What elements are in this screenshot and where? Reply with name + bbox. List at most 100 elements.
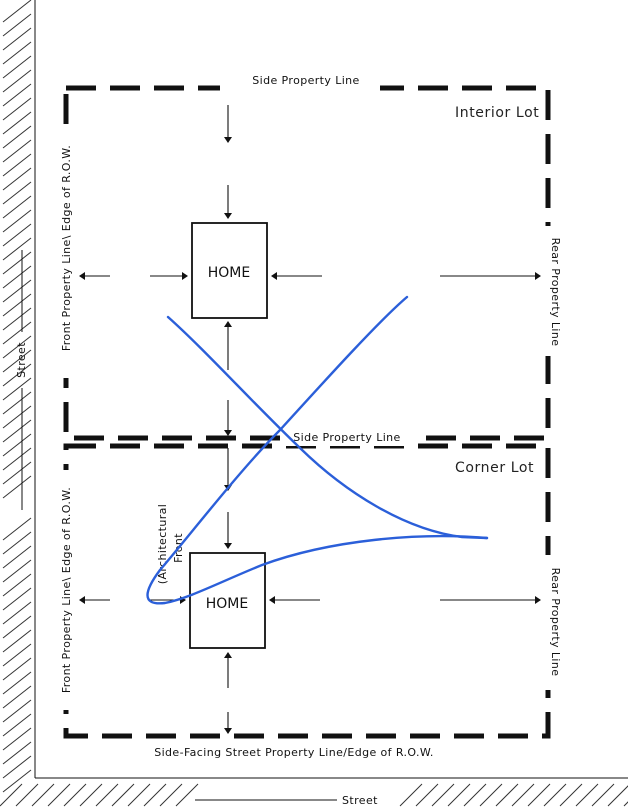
- street-hatch-line: [159, 783, 183, 807]
- street-hatch-line: [2, 55, 32, 79]
- corner-front-property-line-label: Front Property Line\ Edge of R.O.W.: [60, 487, 73, 693]
- interior-lot-title: Interior Lot: [455, 105, 539, 121]
- corner-front-label-mask: [58, 470, 74, 710]
- street-hatch-line: [2, 461, 32, 485]
- street-hatch-line: [2, 251, 32, 275]
- street-hatch-line: [399, 783, 423, 807]
- street-hatch-line: [463, 783, 487, 807]
- corner-side-facing-street-label: Side-Facing Street Property Line/Edge of…: [154, 746, 434, 759]
- street-hatch-line: [0, 783, 23, 807]
- street-hatch-line: [2, 755, 32, 779]
- corner-rear-label-mask: [540, 555, 556, 690]
- left-street-label: Street: [15, 342, 28, 378]
- interior-front-property-line-label: Front Property Line\ Edge of R.O.W.: [60, 145, 73, 351]
- street-hatch-line: [2, 111, 32, 135]
- street-hatch-line: [2, 279, 32, 303]
- street-hatch-line: [2, 419, 32, 443]
- street-hatch-line: [31, 783, 55, 807]
- street-hatch-line: [575, 783, 599, 807]
- street-hatch-line: [2, 237, 32, 261]
- street-hatch-line: [79, 783, 103, 807]
- street-hatch-line: [2, 685, 32, 709]
- street-hatch-line: [2, 727, 32, 751]
- street-hatch-line: [2, 153, 32, 177]
- street-hatch-line: [2, 531, 32, 555]
- interior-setback-arrows: [79, 105, 541, 436]
- street-hatch-line: [2, 587, 32, 611]
- corner-lot-title: Corner Lot: [455, 460, 534, 476]
- street-hatch-line: [2, 517, 32, 541]
- street-hatch-line: [2, 321, 32, 345]
- corner-setback-arrows: [79, 448, 541, 734]
- street-hatch-line: [2, 27, 32, 51]
- street-hatch-line: [2, 307, 32, 331]
- interior-home-box: [191, 222, 268, 319]
- street-hatch-line: [15, 783, 39, 807]
- street-hatch-line: [2, 209, 32, 233]
- interior-rear-property-line-label: Rear Property Line: [549, 238, 562, 347]
- interior-home-label: HOME: [208, 265, 250, 281]
- street-hatch-line: [2, 349, 32, 373]
- street-hatch-line: [2, 363, 32, 387]
- street-hatch-line: [431, 783, 455, 807]
- street-hatch-line: [2, 139, 32, 163]
- street-hatch-line: [175, 783, 199, 807]
- corner-lot-side-line-label: Side Property Line: [293, 431, 400, 444]
- street-hatch-line: [63, 783, 87, 807]
- street-hatch-line: [2, 167, 32, 191]
- street-hatch-line: [2, 629, 32, 653]
- street-hatch-line: [2, 41, 32, 65]
- interior-lot-side-label-mask: [220, 80, 380, 96]
- bottom-street-hatch: [0, 783, 628, 807]
- street-hatch-line: [527, 783, 551, 807]
- street-hatch-line: [2, 265, 32, 289]
- street-hatch-line: [543, 783, 567, 807]
- street-hatch-line: [2, 559, 32, 583]
- street-hatch-line: [511, 783, 535, 807]
- street-hatch-line: [447, 783, 471, 807]
- street-hatch-line: [127, 783, 151, 807]
- street-hatch-line: [2, 181, 32, 205]
- street-hatch-line: [2, 223, 32, 247]
- street-hatch-line: [2, 741, 32, 765]
- street-hatch-line: [111, 783, 135, 807]
- street-hatch-line: [2, 391, 32, 415]
- street-hatch-line: [2, 69, 32, 93]
- street-hatch-line: [2, 475, 32, 499]
- street-hatch-line: [591, 783, 615, 807]
- street-hatch-line: [2, 615, 32, 639]
- street-hatch-line: [47, 783, 71, 807]
- corner-bottom-label-mask: [120, 740, 470, 754]
- street-hatch-line: [2, 699, 32, 723]
- street-hatch-line: [2, 335, 32, 359]
- street-hatch-line: [2, 657, 32, 681]
- blue-swap-stroke-2: [146, 295, 489, 605]
- street-hatch-line: [607, 785, 628, 807]
- street-hatch-line: [2, 377, 32, 401]
- street-hatch-line: [2, 97, 32, 121]
- corner-home-label: HOME: [206, 596, 248, 612]
- street-hatch-line: [2, 573, 32, 597]
- street-hatch-line: [2, 643, 32, 667]
- street-hatch-line: [2, 713, 32, 737]
- blue-swap-stroke-1: [166, 315, 489, 540]
- street-hatch-line: [2, 83, 32, 107]
- street-hatch-line: [2, 125, 32, 149]
- street-hatch-line: [2, 13, 32, 37]
- street-hatch-line: [2, 601, 32, 625]
- street-hatch-line: [479, 783, 503, 807]
- street-hatch-line: [495, 783, 519, 807]
- street-hatch-line: [2, 195, 32, 219]
- street-hatch-line: [2, 447, 32, 471]
- interior-front-label-mask: [58, 128, 74, 378]
- street-hatch-line: [2, 671, 32, 695]
- corner-lot-boundary: [63, 443, 551, 739]
- street-hatch-line: [2, 545, 32, 569]
- street-hatch-line: [2, 433, 32, 457]
- street-hatch-line: [2, 405, 32, 429]
- street-hatch-line: [143, 783, 167, 807]
- corner-rear-property-line-label: Rear Property Line: [549, 568, 562, 677]
- street-hatch-line: [415, 783, 439, 807]
- left-street-hatch: [2, 0, 32, 793]
